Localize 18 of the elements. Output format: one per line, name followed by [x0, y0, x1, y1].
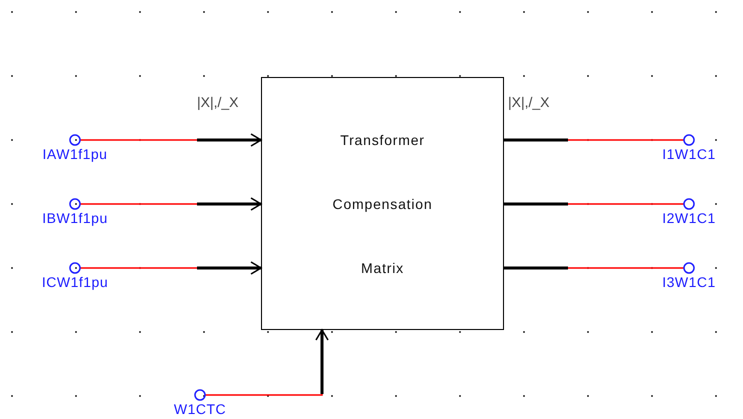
signal-name: I3W1C1	[662, 274, 716, 290]
port-label: |X|,/_X	[197, 94, 239, 110]
signal-wire	[504, 138, 684, 142]
signal-wire	[80, 133, 262, 147]
block-title: Transformer Compensation Matrix	[332, 131, 434, 278]
block-box	[261, 77, 504, 330]
signal-name: I1W1C1	[662, 146, 716, 162]
port-label: |X|,/_X	[508, 94, 550, 110]
signal-wire	[80, 197, 262, 211]
signal-name: ICW1f1pu	[42, 274, 108, 290]
signal-wire	[80, 261, 262, 275]
signal-name: W1CTC	[174, 401, 226, 417]
signal-wire	[504, 266, 684, 270]
signal-name: IAW1f1pu	[42, 146, 108, 162]
signal-wire	[504, 202, 684, 206]
signal-name: IBW1f1pu	[42, 210, 108, 226]
signal-wire	[205, 329, 329, 396]
signal-name: I2W1C1	[662, 210, 716, 226]
